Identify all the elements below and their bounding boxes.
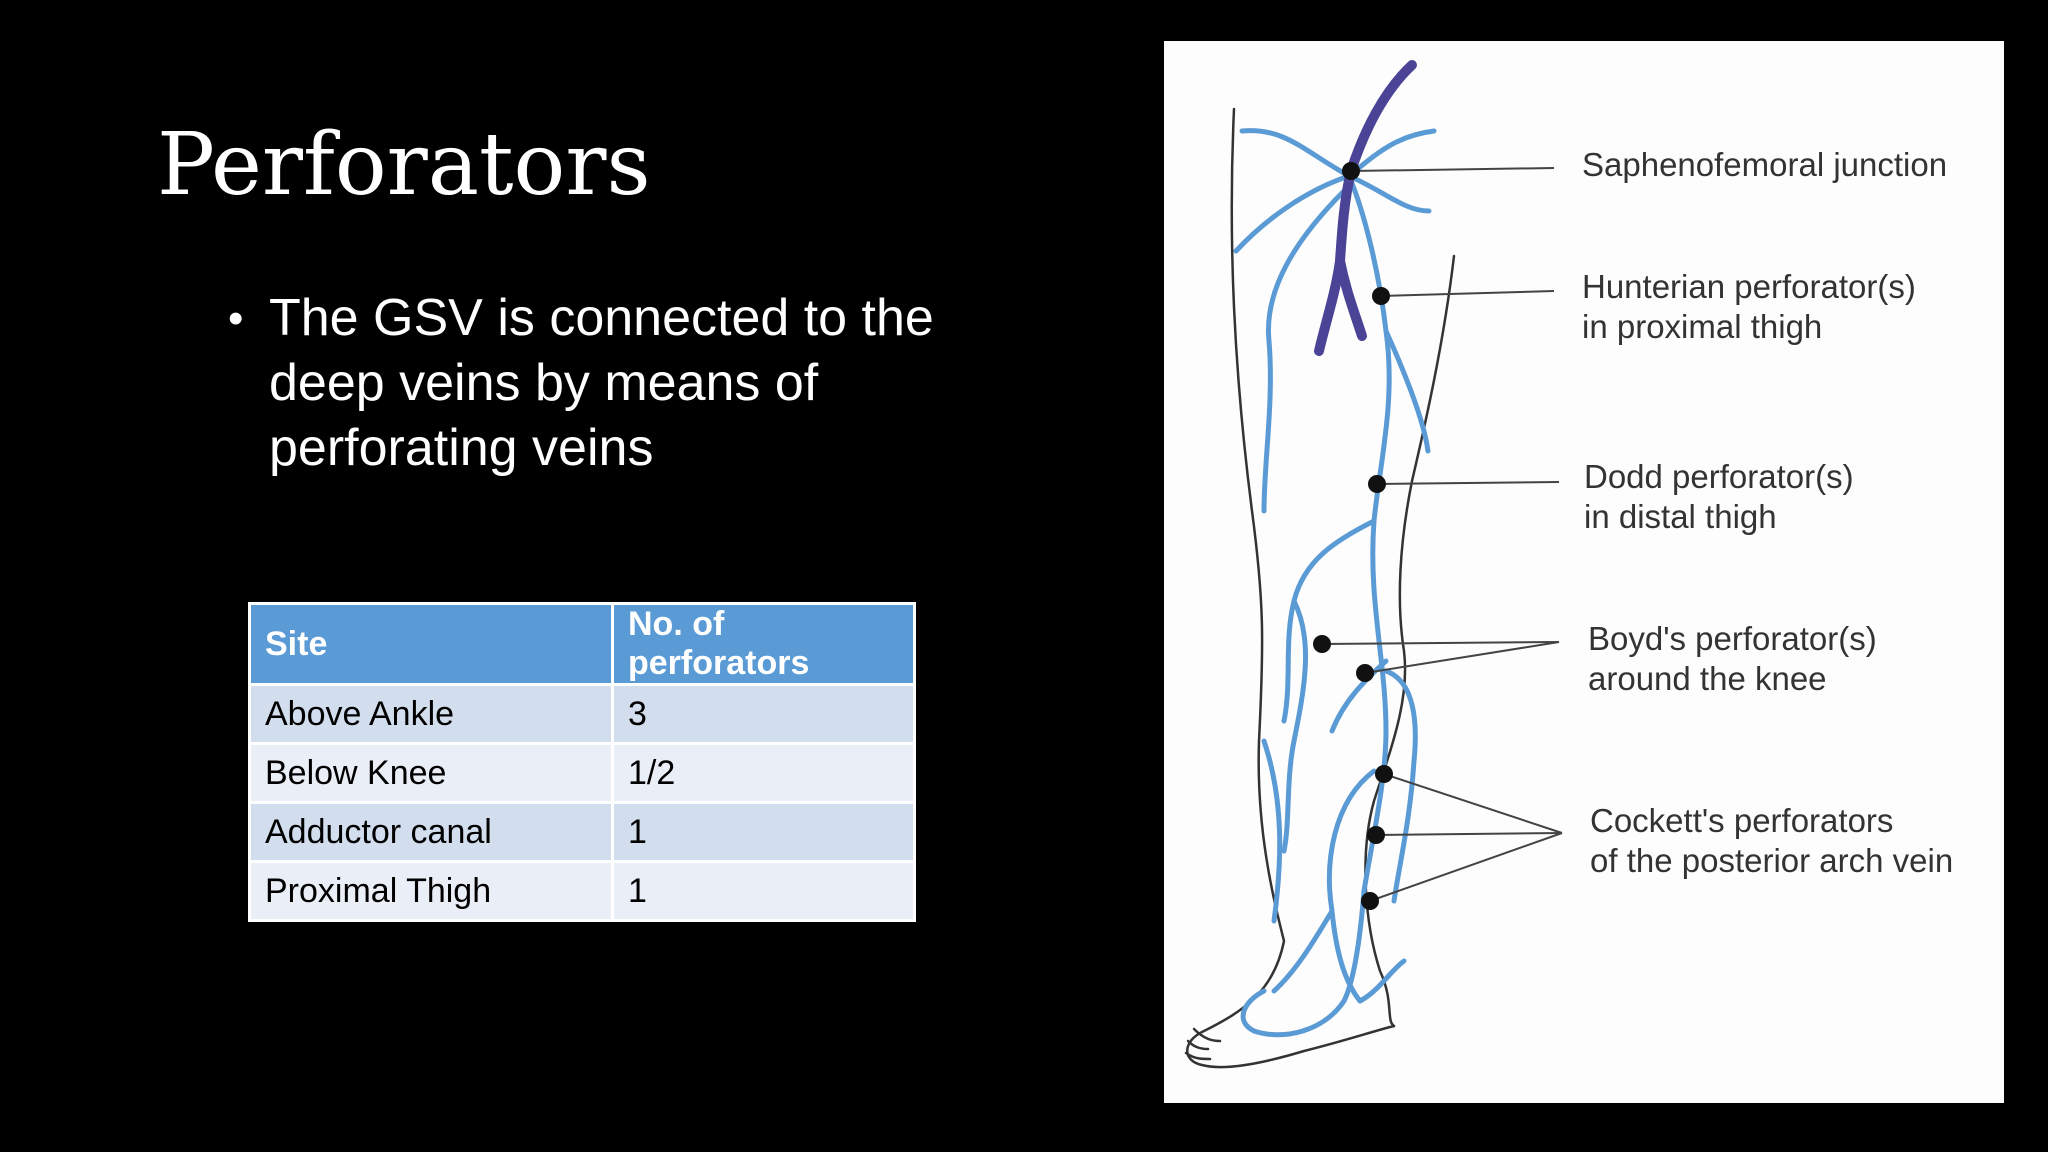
label-hunterian-line2: in proximal thigh (1582, 308, 1823, 345)
label-saphenofemoral-junction: Saphenofemoral junction (1582, 146, 1948, 183)
label-boyd-line2: around the knee (1588, 660, 1827, 697)
label-dodd-line1: Dodd perforator(s) (1584, 458, 1854, 495)
leg-perforators-diagram: Saphenofemoral junction Hunterian perfor… (1164, 41, 2004, 1103)
slide-title: Perforators (157, 115, 651, 215)
marker-hunterian (1372, 287, 1390, 305)
label-boyd-line1: Boyd's perforator(s) (1588, 620, 1877, 657)
marker-cockett-2 (1367, 826, 1385, 844)
table-cell-site: Below Knee (248, 742, 614, 804)
leader-line-cockett-3 (1369, 832, 1563, 902)
leader-line-hunterian (1380, 290, 1555, 297)
bullet-text: The GSV is connected to the deep veins b… (269, 289, 934, 477)
table-header-count: No. of perforators (611, 602, 916, 686)
leg-outline (1184, 107, 1456, 1069)
leader-line-boyd-1 (1321, 641, 1560, 645)
marker-boyd-1 (1313, 635, 1331, 653)
table-cell-count: 3 (611, 683, 916, 745)
perforator-markers (1313, 162, 1393, 910)
leader-line-dodd (1376, 481, 1560, 485)
leader-line-boyd-2 (1364, 641, 1560, 674)
marker-sfj (1342, 162, 1360, 180)
leg-illustration (1184, 60, 1563, 1069)
perforators-table: Site No. of perforators Above Ankle 3 Be… (248, 602, 916, 922)
label-hunterian-line1: Hunterian perforator(s) (1582, 268, 1916, 305)
table-row: Adductor canal 1 (248, 801, 916, 863)
marker-boyd-2 (1356, 664, 1374, 682)
table-cell-site: Adductor canal (248, 801, 614, 863)
label-cockett-line1: Cockett's perforators (1590, 802, 1894, 839)
marker-dodd (1368, 475, 1386, 493)
bullet-dot-icon: • (228, 294, 244, 343)
table-cell-count: 1 (611, 801, 916, 863)
table-cell-site: Proximal Thigh (248, 860, 614, 922)
marker-cockett-1 (1375, 765, 1393, 783)
leader-lines (1321, 167, 1563, 902)
leader-line-cockett-1 (1383, 773, 1563, 834)
table-row: Above Ankle 3 (248, 683, 916, 745)
leader-line-cockett-2 (1375, 832, 1563, 836)
marker-cockett-3 (1361, 892, 1379, 910)
table-header-row: Site No. of perforators (248, 602, 916, 686)
table-cell-count: 1/2 (611, 742, 916, 804)
table-cell-count: 1 (611, 860, 916, 922)
leader-line-sfj (1350, 167, 1555, 172)
superficial-veins (1233, 128, 1437, 1038)
label-cockett-line2: of the posterior arch vein (1590, 842, 1954, 879)
table-row: Below Knee 1/2 (248, 742, 916, 804)
deep-veins (1314, 60, 1417, 356)
table-cell-site: Above Ankle (248, 683, 614, 745)
table-header-site: Site (248, 602, 614, 686)
label-dodd-line2: in distal thigh (1584, 498, 1777, 535)
table-row: Proximal Thigh 1 (248, 860, 916, 922)
